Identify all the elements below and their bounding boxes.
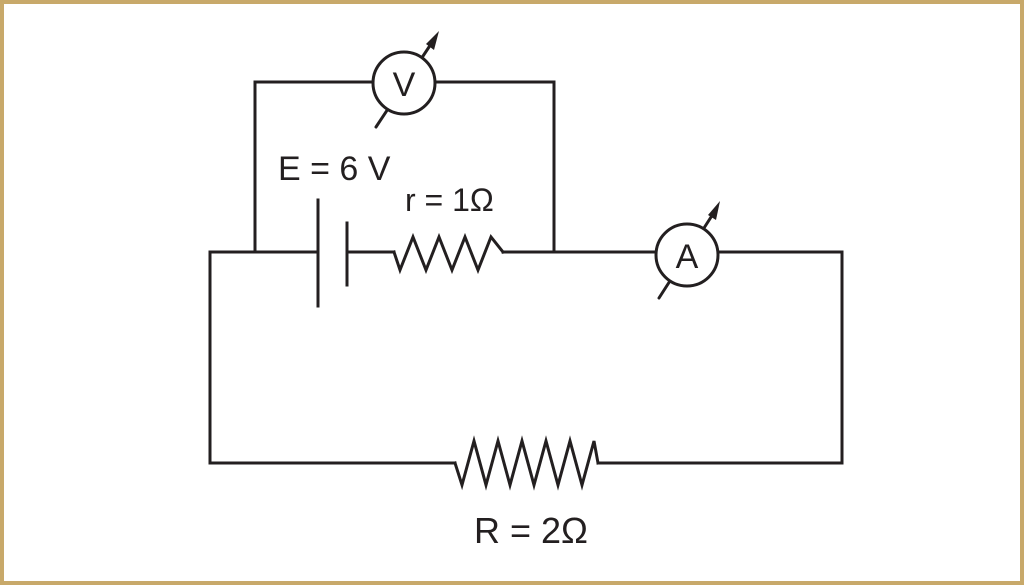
- battery-icon: [316, 198, 349, 308]
- external-resistance-label: R = 2Ω: [474, 510, 588, 551]
- voltmeter-wire-right: [433, 80, 556, 254]
- ammeter-arrowhead: [708, 201, 720, 220]
- external-resistor-icon: [453, 435, 600, 491]
- wire-ammeter-right: [596, 250, 844, 465]
- voltmeter-label: V: [393, 66, 416, 104]
- voltmeter-arrowhead: [426, 31, 439, 50]
- main-loop: [208, 250, 844, 465]
- voltmeter-wire-left: [253, 80, 375, 252]
- voltmeter-icon: V: [371, 31, 439, 129]
- ammeter-label: A: [676, 238, 699, 276]
- voltmeter-dial: [371, 50, 437, 116]
- emf-label: E = 6 V: [278, 150, 391, 188]
- wire-battery-left: [208, 250, 457, 465]
- ammeter-icon: A: [654, 201, 720, 300]
- voltmeter-branch: [253, 80, 556, 254]
- internal-resistor-icon: [392, 232, 506, 275]
- internal-resistance-label: r = 1Ω: [405, 182, 494, 218]
- ammeter-dial: [654, 222, 720, 288]
